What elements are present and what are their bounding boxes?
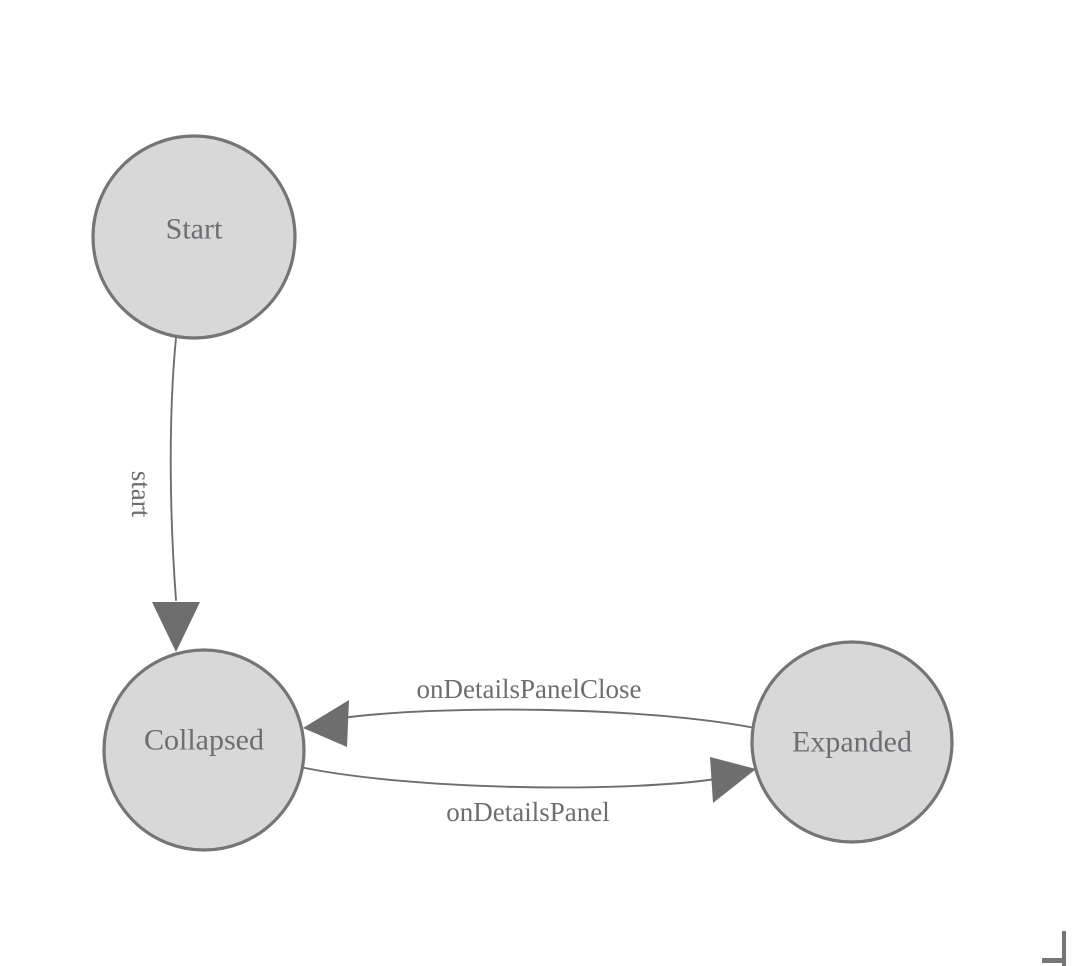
edge-collapsed-to-expanded-path	[299, 766, 717, 789]
edge-label-on-details-panel-close: onDetailsPanelClose	[417, 674, 642, 704]
node-expanded[interactable]: Expanded	[750, 640, 954, 844]
resize-corner-mark-vertical	[1062, 931, 1066, 966]
node-collapsed-circle	[102, 648, 306, 852]
edge-expanded-to-collapsed[interactable]	[303, 700, 756, 747]
resize-corner-mark[interactable]	[1042, 931, 1066, 966]
node-start-label: Start	[166, 213, 223, 246]
node-expanded-label: Expanded	[792, 726, 912, 759]
node-collapsed[interactable]: Collapsed	[102, 648, 306, 852]
edge-collapsed-to-expanded-arrowhead	[710, 757, 756, 803]
edge-label-on-details-panel: onDetailsPanel	[446, 797, 609, 827]
edge-start-to-collapsed-path	[169, 337, 177, 601]
node-start-circle	[91, 134, 297, 340]
node-expanded-circle	[750, 640, 954, 844]
edge-start-to-collapsed-arrowhead	[152, 602, 200, 652]
node-start[interactable]: Start	[91, 134, 297, 340]
edge-collapsed-to-expanded[interactable]	[299, 757, 756, 803]
edge-expanded-to-collapsed-path	[341, 708, 756, 729]
edge-expanded-to-collapsed-arrowhead	[303, 700, 349, 747]
edge-label-start: start	[126, 471, 156, 518]
resize-corner-mark-horizontal	[1042, 958, 1066, 963]
node-collapsed-label: Collapsed	[144, 724, 264, 757]
edge-start-to-collapsed[interactable]	[152, 337, 200, 652]
